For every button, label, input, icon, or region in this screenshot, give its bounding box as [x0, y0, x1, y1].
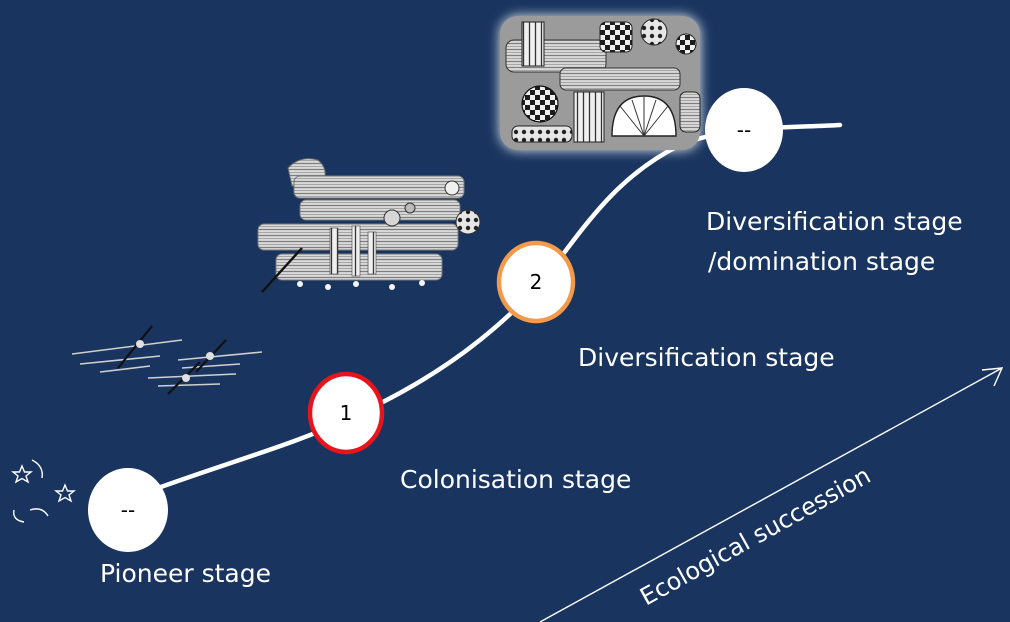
pioneer-stage-label: Pioneer stage [100, 559, 271, 588]
stage-node-domination-marker: -- [737, 118, 751, 142]
stage-node-diversification: 2 [496, 240, 576, 324]
stage-node-domination: -- [705, 88, 783, 172]
succession-curve [155, 122, 843, 491]
stage-node-diversification-marker: 2 [530, 270, 543, 294]
diversification-organisms-illustration [257, 158, 481, 293]
stage-node-pioneer-marker: -- [121, 498, 135, 522]
succession-axis-label: Ecological succession [635, 461, 875, 611]
colonisation-stage-label: Colonisation stage [400, 465, 632, 494]
domination-community-illustration [500, 16, 701, 150]
succession-axis-arrow [539, 367, 1004, 622]
pioneer-organisms-icon [11, 459, 76, 523]
diversification-stage-label: Diversification stage [578, 343, 835, 372]
domination-stage-label-line2: /domination stage [708, 247, 936, 276]
stage-node-pioneer: -- [88, 468, 168, 552]
stage-node-colonisation-marker: 1 [340, 401, 353, 425]
stage-node-colonisation: 1 [307, 371, 385, 455]
domination-stage-label-line1: Diversification stage [706, 207, 963, 236]
colonisation-organisms-illustration [71, 325, 263, 395]
